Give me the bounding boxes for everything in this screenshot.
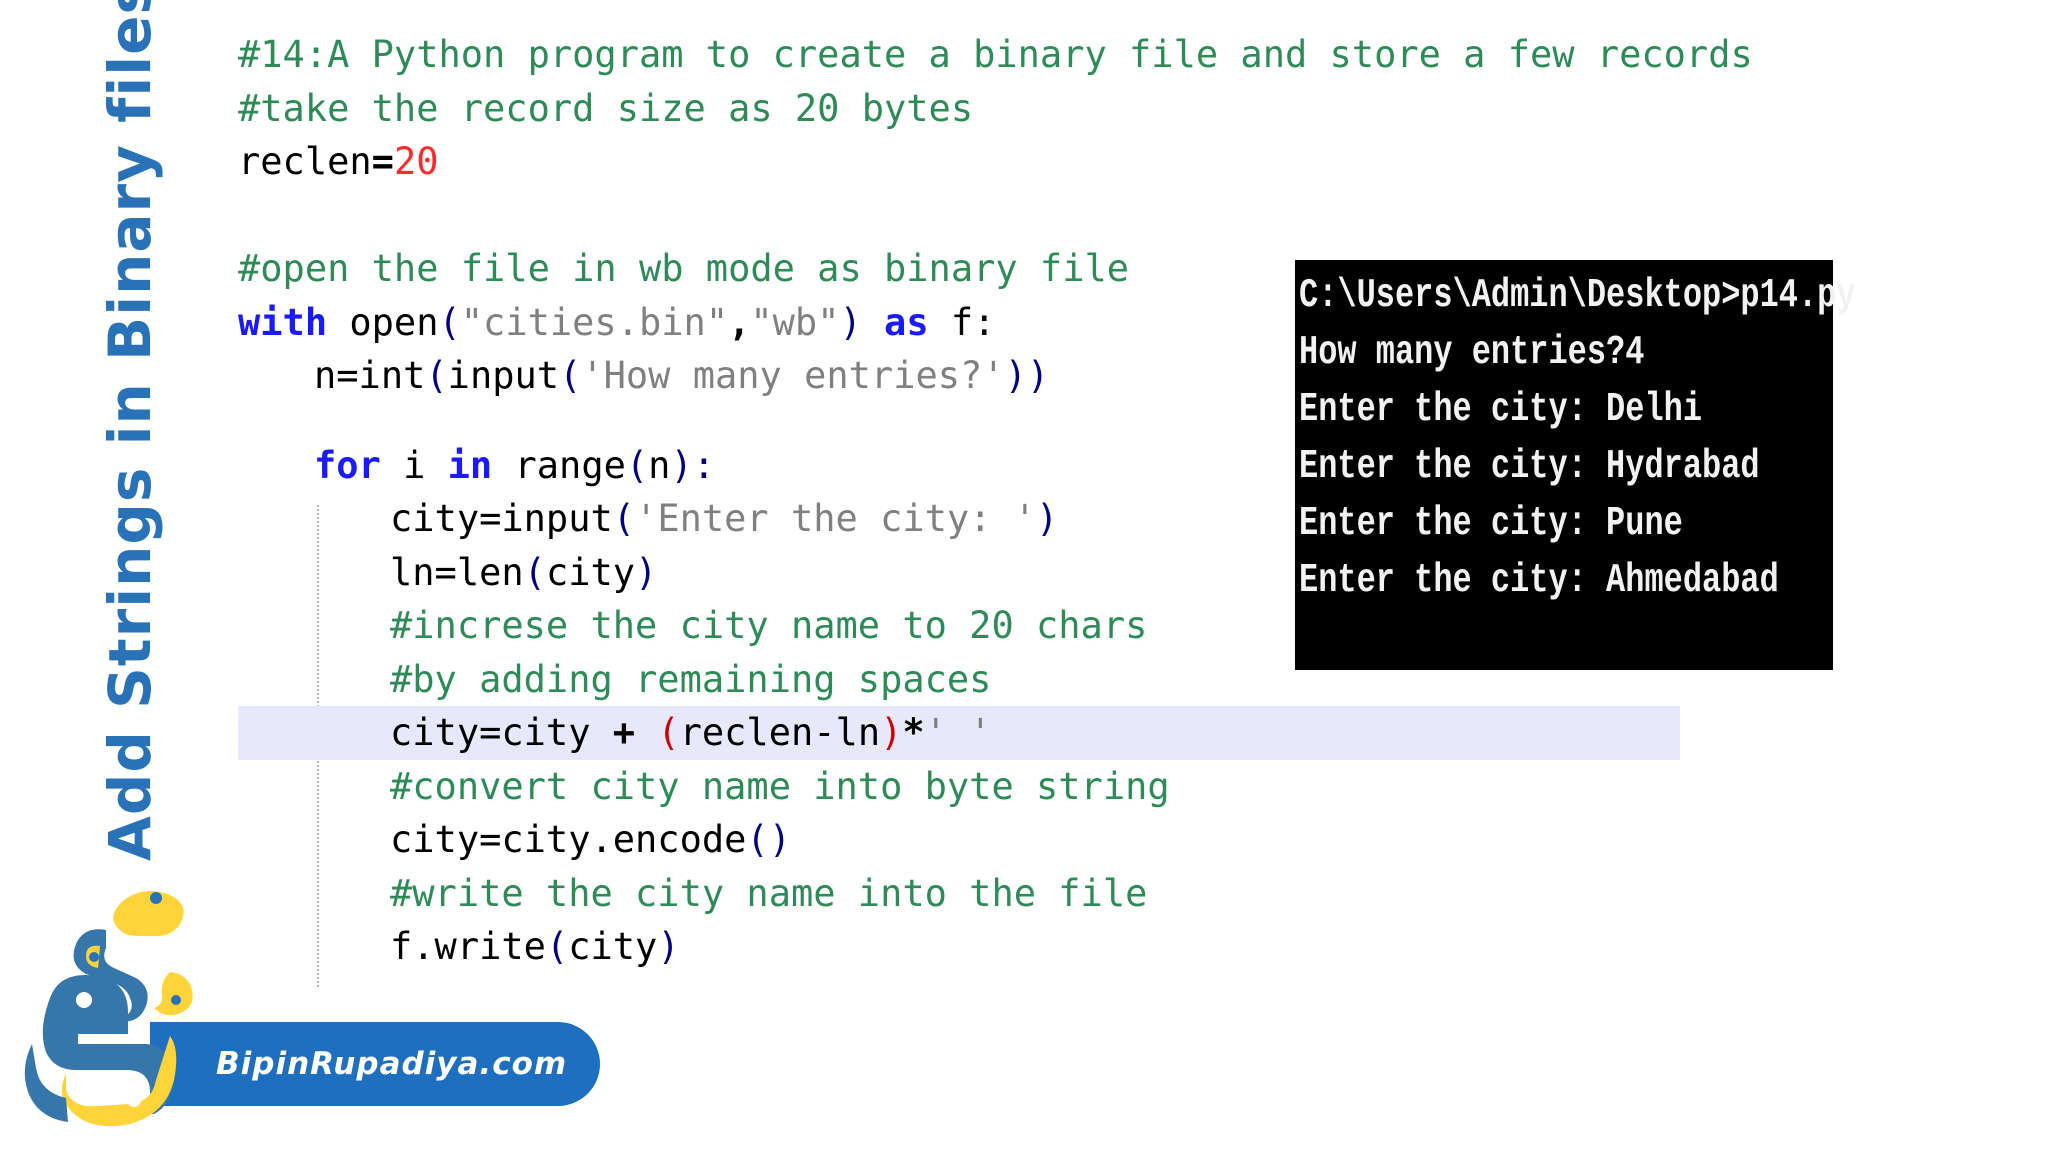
token-string: "cities.bin" — [460, 300, 729, 344]
token-keyword: in — [447, 443, 493, 487]
console-line: Enter the city: Pune — [1299, 501, 1683, 547]
code-line-3: reclen=20 — [238, 135, 1538, 189]
token-string: 'How many entries?' — [581, 354, 1005, 397]
token-ident: city=city — [390, 711, 613, 754]
token-op: = — [371, 140, 394, 183]
token-ident: range — [492, 443, 626, 487]
token-ident: reclen-ln — [679, 711, 881, 754]
token-ident: input — [447, 354, 560, 397]
code-line-12-current[interactable]: city=city + (reclen-ln)*' ' — [238, 706, 1680, 760]
token-paren: ( — [523, 550, 546, 594]
code-line-10: #increse the city name to 20 chars — [390, 604, 1148, 647]
big-python-mark — [24, 974, 177, 1127]
token-ident: city — [568, 925, 658, 968]
token-op: * — [902, 711, 925, 754]
code-line-2: #take the record size as 20 bytes — [238, 86, 974, 130]
token-ident: n — [648, 443, 671, 487]
token-paren: ) — [657, 925, 680, 968]
token-string: ' ' — [924, 711, 992, 754]
token-ident: f: — [928, 300, 996, 344]
token-keyword: as — [861, 300, 929, 344]
token-paren: ) — [635, 550, 658, 594]
slide-title: Add Strings in Binary files — [96, 0, 164, 861]
token-paren: ( — [612, 497, 636, 540]
token-ident: n=int — [314, 354, 426, 397]
token-op: + — [612, 711, 636, 754]
token-number: 20 — [393, 140, 439, 183]
code-line-4: #open the file in wb mode as binary file — [238, 247, 1130, 290]
code-line-7: for i in range(n): — [238, 439, 1538, 493]
token-paren: ( — [545, 925, 569, 968]
token-ident: ln=len — [390, 550, 524, 594]
code-line-13: #convert city name into byte string — [390, 764, 1170, 808]
code-editor: #14:A Python program to create a binary … — [238, 28, 1753, 974]
token-paren: ) — [839, 300, 862, 344]
console-line: Enter the city: Hydrabad — [1299, 444, 1760, 490]
token-ident: open — [327, 300, 439, 344]
token-keyword: for — [314, 443, 381, 487]
python-logo-icon — [24, 890, 193, 1127]
code-line-6: n=int(input('How many entries?')) — [238, 349, 1538, 403]
small-python-mark — [73, 890, 193, 1022]
token-string: "wb" — [750, 300, 840, 344]
code-line-9: ln=len(city) — [238, 546, 1538, 600]
token-keyword: with — [238, 300, 328, 344]
code-line-16: f.write(city) — [238, 920, 1538, 974]
token-paren: ( — [425, 354, 448, 397]
console-output: C:\Users\Admin\Desktop>p14.py How many e… — [1295, 260, 1856, 670]
token-op: , — [728, 300, 751, 344]
code-line-11: #by adding remaining spaces — [390, 657, 992, 701]
token-ident: i — [380, 443, 448, 487]
token-paren: ) — [1036, 497, 1059, 540]
token-ident: city=city.encode — [390, 818, 747, 861]
token-string: 'Enter the city: ' — [635, 497, 1037, 540]
token-ident: city — [545, 550, 636, 594]
code-line-8: city=input('Enter the city: ') — [238, 492, 1538, 546]
code-line-blank — [238, 189, 1538, 243]
token-ident: reclen — [238, 140, 372, 183]
console-line: How many entries?4 — [1299, 330, 1645, 376]
token-space — [635, 711, 657, 754]
code-line-5: with open("cities.bin","wb") as f: — [238, 296, 1538, 350]
console-line: Enter the city: Delhi — [1299, 387, 1703, 433]
code-line-15: #write the city name into the file — [390, 871, 1148, 915]
console-line: C:\Users\Admin\Desktop>p14.py — [1299, 273, 1856, 319]
token-paren: ( — [559, 354, 582, 397]
code-line-14: city=city.encode() — [238, 813, 1538, 867]
code-line-1: #14:A Python program to create a binary … — [238, 33, 1753, 76]
site-name: BipinRupadiya.com — [216, 1046, 568, 1082]
token-paren: () — [746, 818, 791, 861]
site-banner[interactable]: BipinRupadiya.com — [150, 1022, 600, 1106]
token-paren: ( — [625, 443, 649, 487]
console-line: Enter the city: Ahmedabad — [1299, 558, 1779, 604]
token-paren: ): — [670, 443, 715, 487]
token-paren: ( — [438, 300, 461, 344]
token-paren: )) — [1004, 354, 1050, 397]
token-paren-match: ( — [657, 711, 680, 754]
token-paren-match: ) — [880, 711, 903, 754]
token-ident: f.write — [390, 925, 546, 968]
token-ident: city=input — [390, 497, 613, 540]
